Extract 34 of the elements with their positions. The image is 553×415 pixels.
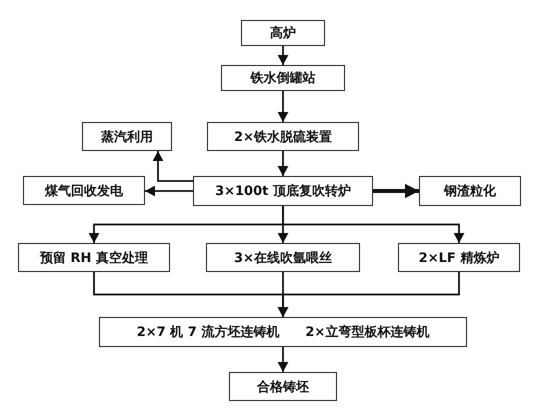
process-box	[229, 372, 337, 401]
process-box	[221, 65, 345, 91]
box-label: 钢渣粒化	[444, 183, 496, 200]
process-box	[241, 20, 325, 46]
arrow	[278, 347, 288, 372]
box-label: 3×在线吹氩喂丝	[234, 250, 332, 266]
process-box	[23, 176, 145, 205]
process-box	[99, 317, 467, 347]
arrow	[282, 206, 464, 243]
process-box	[398, 243, 520, 272]
process-box	[419, 176, 521, 206]
arrow	[152, 151, 193, 182]
box-label: 合格铸坯	[257, 378, 309, 396]
arrow	[278, 46, 288, 65]
process-box	[207, 122, 359, 151]
box-label: 3×100t 顶底复吹转炉	[215, 182, 351, 200]
arrow	[278, 272, 460, 317]
arrow	[145, 186, 193, 196]
box-label: 蒸汽利用	[101, 128, 153, 146]
arrow	[278, 151, 288, 176]
box-label: 2×立弯型板杯连铸机	[305, 324, 430, 341]
box-label: 2×铁水脱硫装置	[234, 128, 332, 146]
box-label: 煤气回收发电	[45, 182, 123, 200]
box-label: 2×LF 精炼炉	[418, 250, 500, 266]
process-box	[193, 176, 373, 206]
box-label: 铁水倒罐站	[250, 70, 316, 87]
arrow	[373, 184, 419, 198]
box-label: 2×7 机 7 流方坯连铸机	[136, 324, 280, 341]
process-box	[82, 122, 172, 151]
box-label: 高炉	[270, 24, 296, 42]
process-box	[18, 243, 170, 272]
arrow	[278, 91, 288, 122]
process-box	[206, 243, 360, 272]
box-label: 预留 RH 真空处理	[40, 250, 148, 266]
